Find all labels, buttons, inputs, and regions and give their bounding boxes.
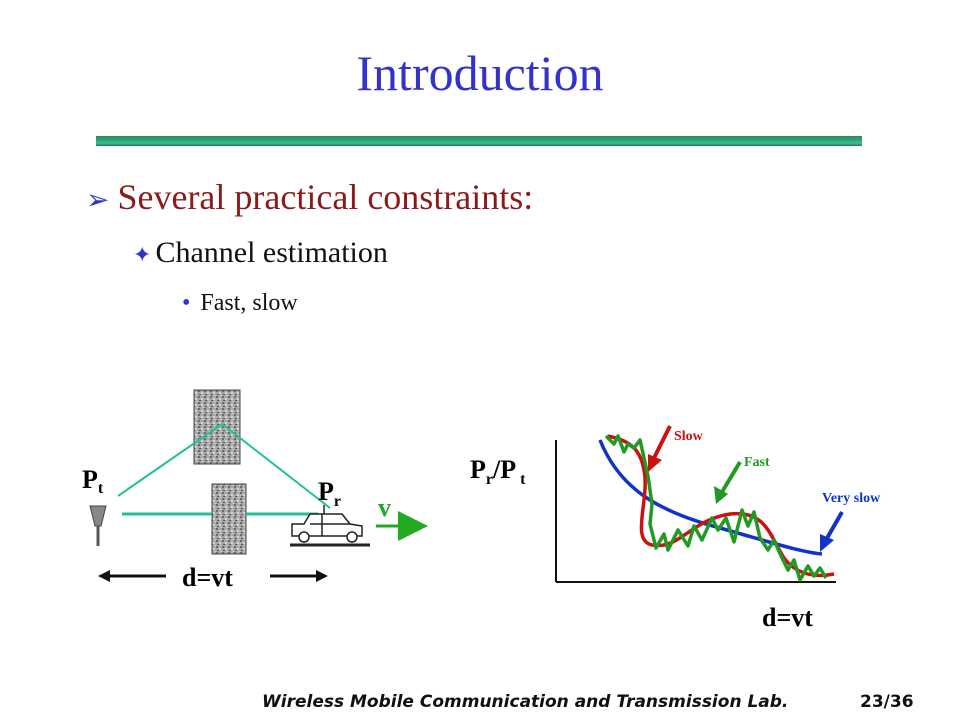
fast-pointer-arrow [714, 460, 742, 504]
reflected-path [117, 422, 331, 509]
bullet-level1-text: Several practical constraints: [117, 177, 534, 217]
dot-bullet-icon: • [182, 290, 191, 316]
arrow-bullet-icon: ➢ [86, 183, 110, 216]
rx-power-label: Pr [318, 477, 341, 510]
bullet-level2-text: Channel estimation [155, 236, 388, 269]
page-number: 23/36 [860, 692, 914, 712]
graph-x-label: d=vt [762, 603, 813, 632]
slow-annotation-label: Slow [674, 429, 704, 444]
very-slow-annotation-label: Very slow [822, 491, 881, 506]
distance-arrow-left [98, 570, 166, 582]
bullet-level3: • Fast, slow [182, 290, 298, 317]
bullet-level3-text: Fast, slow [200, 290, 298, 316]
fast-annotation-label: Fast [744, 455, 770, 470]
very-slow-curve [598, 439, 823, 556]
velocity-label: v [378, 493, 391, 522]
slow-pointer-arrow [648, 425, 672, 472]
building-bottom [211, 483, 247, 555]
very-slow-pointer-arrow [820, 511, 844, 552]
car-icon [291, 505, 363, 543]
antenna-icon [89, 505, 107, 546]
tx-power-label: Pt [82, 465, 104, 497]
distance-label: d=vt [182, 563, 233, 592]
star-bullet-icon: ✦ [133, 243, 152, 268]
bullet-level1: ➢Several practical constraints: [86, 176, 533, 218]
footer-lab-name: Wireless Mobile Communication and Transm… [262, 692, 789, 712]
bullet-level2: ✦Channel estimation [133, 236, 388, 270]
slide-title: Introduction [356, 45, 604, 101]
title-divider [96, 136, 862, 146]
distance-arrow-right [270, 570, 328, 582]
fast-curve [604, 434, 828, 582]
slow-curve [607, 434, 835, 578]
